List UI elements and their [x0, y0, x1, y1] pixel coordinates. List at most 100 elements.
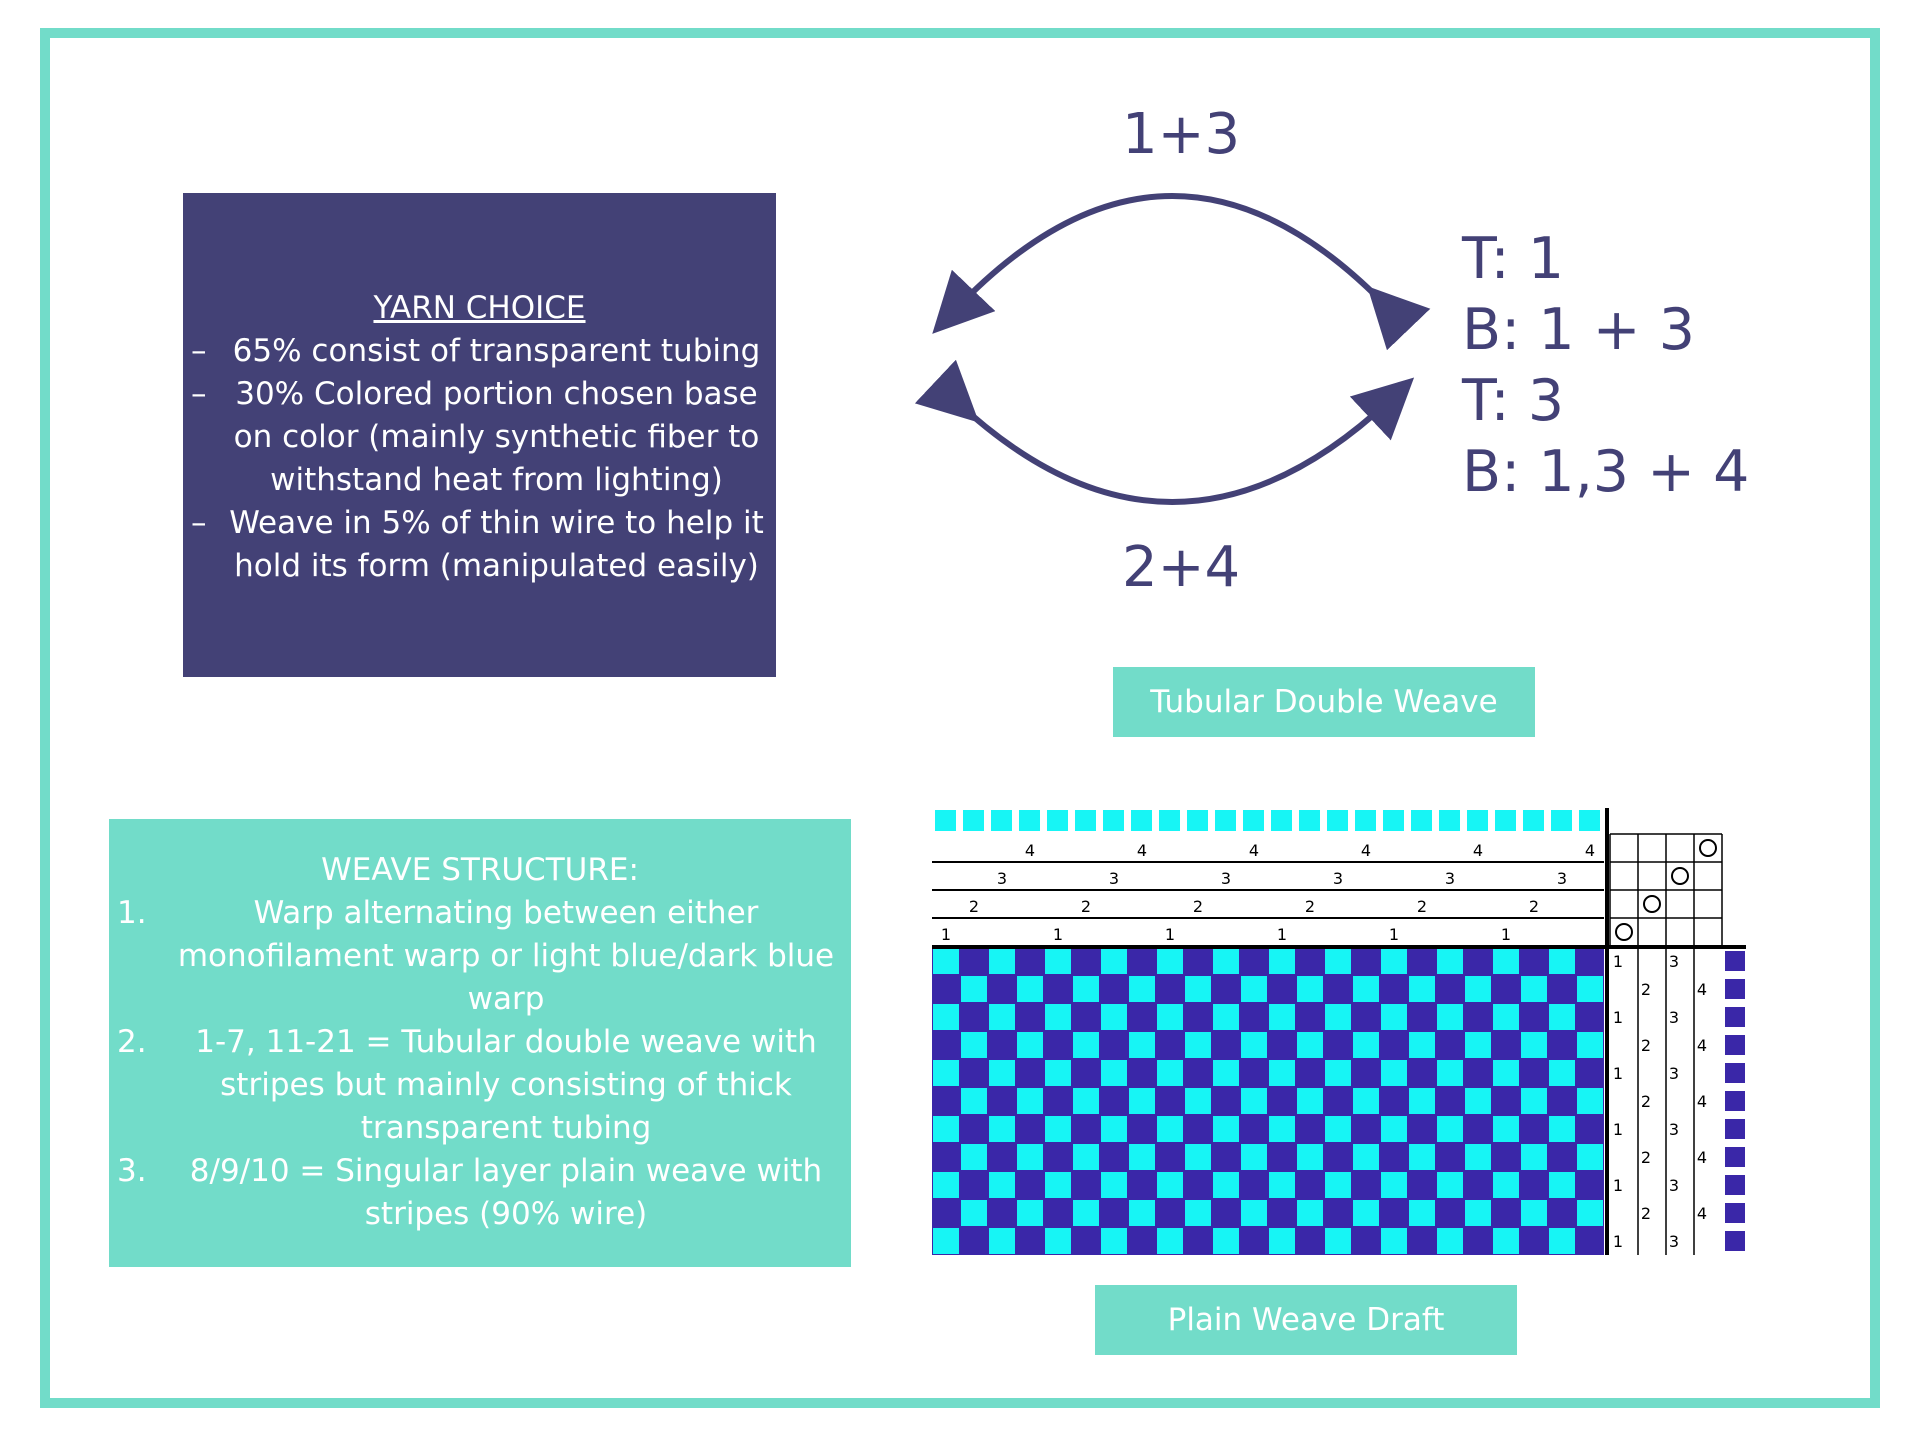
treadling-mark: 4	[1697, 980, 1707, 999]
tieup-circle	[1615, 923, 1633, 941]
threading-mark: 2	[1305, 897, 1315, 916]
drawdown-cell	[1101, 948, 1127, 974]
warp-color-chip	[935, 810, 956, 831]
drawdown-cell	[1521, 976, 1547, 1002]
drawdown-cell	[961, 976, 987, 1002]
treadling-mark: 2	[1641, 1204, 1651, 1223]
threading-mark: 3	[1557, 869, 1567, 888]
drawdown-cell	[1549, 1060, 1575, 1086]
warp-color-chip	[1355, 810, 1376, 831]
drawdown-cell	[1017, 1032, 1043, 1058]
item-number: 3.	[117, 1153, 147, 1189]
warp-color-chip	[1523, 810, 1544, 831]
drawdown-cell	[1325, 1172, 1351, 1198]
threading-mark: 3	[1221, 869, 1231, 888]
drawdown-cell	[989, 948, 1015, 974]
treadling-mark: 2	[1641, 980, 1651, 999]
drawdown-cell	[933, 1116, 959, 1142]
drawdown-cell	[1185, 1032, 1211, 1058]
threading-mark: 2	[1529, 897, 1539, 916]
drawdown-cell	[1353, 976, 1379, 1002]
warp-color-chip	[1047, 810, 1068, 831]
drawdown-cell	[1297, 1032, 1323, 1058]
treadling-mark: 4	[1697, 1204, 1707, 1223]
drawdown-cell	[1325, 1060, 1351, 1086]
tubular-double-weave-tag: Tubular Double Weave	[1113, 667, 1535, 737]
drawdown-cell	[1437, 1228, 1463, 1254]
drawdown-cell	[1549, 948, 1575, 974]
drawdown-cell	[1157, 1172, 1183, 1198]
drawdown-cell	[1185, 976, 1211, 1002]
drawdown-cell	[1465, 976, 1491, 1002]
drawdown-cell	[989, 1004, 1015, 1030]
drawdown-cell	[1493, 1228, 1519, 1254]
drawdown-cell	[1297, 1144, 1323, 1170]
drawdown-cell	[1353, 1032, 1379, 1058]
sequence-step: B: 1 + 3	[1462, 297, 1695, 363]
drawdown-cell	[1241, 976, 1267, 1002]
drawdown-cell	[1269, 1228, 1295, 1254]
drawdown-cell	[1241, 1144, 1267, 1170]
drawdown-cell	[1073, 1032, 1099, 1058]
page-border	[40, 28, 1880, 1408]
drawdown-cell	[1493, 1004, 1519, 1030]
drawdown-cell	[1465, 1088, 1491, 1114]
weft-color-chip	[1725, 951, 1745, 971]
drawdown-cell	[1017, 1088, 1043, 1114]
drawdown-cell	[989, 1116, 1015, 1142]
weft-color-chip	[1725, 1203, 1745, 1223]
drawdown-cell	[1353, 1200, 1379, 1226]
drawdown-cell	[1297, 1088, 1323, 1114]
bullet-text: 65% consist of transparent tubing	[232, 333, 761, 369]
cycle-top-label: 1+3	[1122, 102, 1241, 167]
drawdown-cell	[1381, 1228, 1407, 1254]
drawdown-cell	[1157, 1060, 1183, 1086]
weave-item: 1. Warp alternating between either monof…	[109, 892, 851, 1021]
drawdown-cell	[1493, 1116, 1519, 1142]
threading-mark: 4	[1137, 841, 1147, 860]
drawdown-cell	[1521, 1088, 1547, 1114]
drawdown-cell	[1045, 948, 1071, 974]
treadling-mark: 3	[1669, 1064, 1679, 1083]
drawdown-cell	[1297, 976, 1323, 1002]
drawdown-cell	[1549, 1116, 1575, 1142]
threading-mark: 3	[1109, 869, 1119, 888]
threading-mark: 4	[1025, 841, 1035, 860]
warp-color-chip	[1243, 810, 1264, 831]
drawdown-cell	[1157, 1116, 1183, 1142]
warp-color-chip	[991, 810, 1012, 831]
drawdown-cell	[933, 1228, 959, 1254]
drawdown-cell	[1269, 1116, 1295, 1142]
weave-item: 2. 1-7, 11-21 = Tubular double weave wit…	[109, 1021, 851, 1150]
drawdown-cell	[1577, 1032, 1603, 1058]
bullet-marker: –	[191, 376, 207, 412]
drawdown-cell	[933, 1060, 959, 1086]
threading-mark: 1	[1277, 925, 1287, 944]
weft-color-chip	[1725, 1147, 1745, 1167]
sequence-step: T: 1	[1462, 226, 1565, 292]
sequence-step: T: 3	[1462, 368, 1565, 434]
treadling-mark: 1	[1613, 952, 1623, 971]
drawdown-cell	[1409, 1144, 1435, 1170]
drawdown-cell	[933, 1172, 959, 1198]
treadling-mark: 4	[1697, 1092, 1707, 1111]
drawdown-cell	[1101, 1060, 1127, 1086]
drawdown-cell	[1437, 1060, 1463, 1086]
yarn-bullet: – 30% Colored portion chosen base on col…	[183, 373, 776, 502]
warp-color-chip	[1411, 810, 1432, 831]
drawdown-cell	[989, 1228, 1015, 1254]
threading-mark: 2	[1081, 897, 1091, 916]
drawdown-cell	[1073, 1200, 1099, 1226]
warp-color-chip	[1159, 810, 1180, 831]
treadling-mark: 1	[1613, 1120, 1623, 1139]
drawdown-cell	[1045, 1172, 1071, 1198]
drawdown-cell	[1185, 1144, 1211, 1170]
drawdown-cell	[1157, 1228, 1183, 1254]
drawdown-cell	[1549, 1172, 1575, 1198]
weft-color-chip	[1725, 1119, 1745, 1139]
item-number: 1.	[117, 895, 147, 931]
drawdown-cell	[1577, 1088, 1603, 1114]
weft-color-chip	[1725, 1035, 1745, 1055]
drawdown-cell	[1129, 1032, 1155, 1058]
drawdown-cell	[1185, 1088, 1211, 1114]
